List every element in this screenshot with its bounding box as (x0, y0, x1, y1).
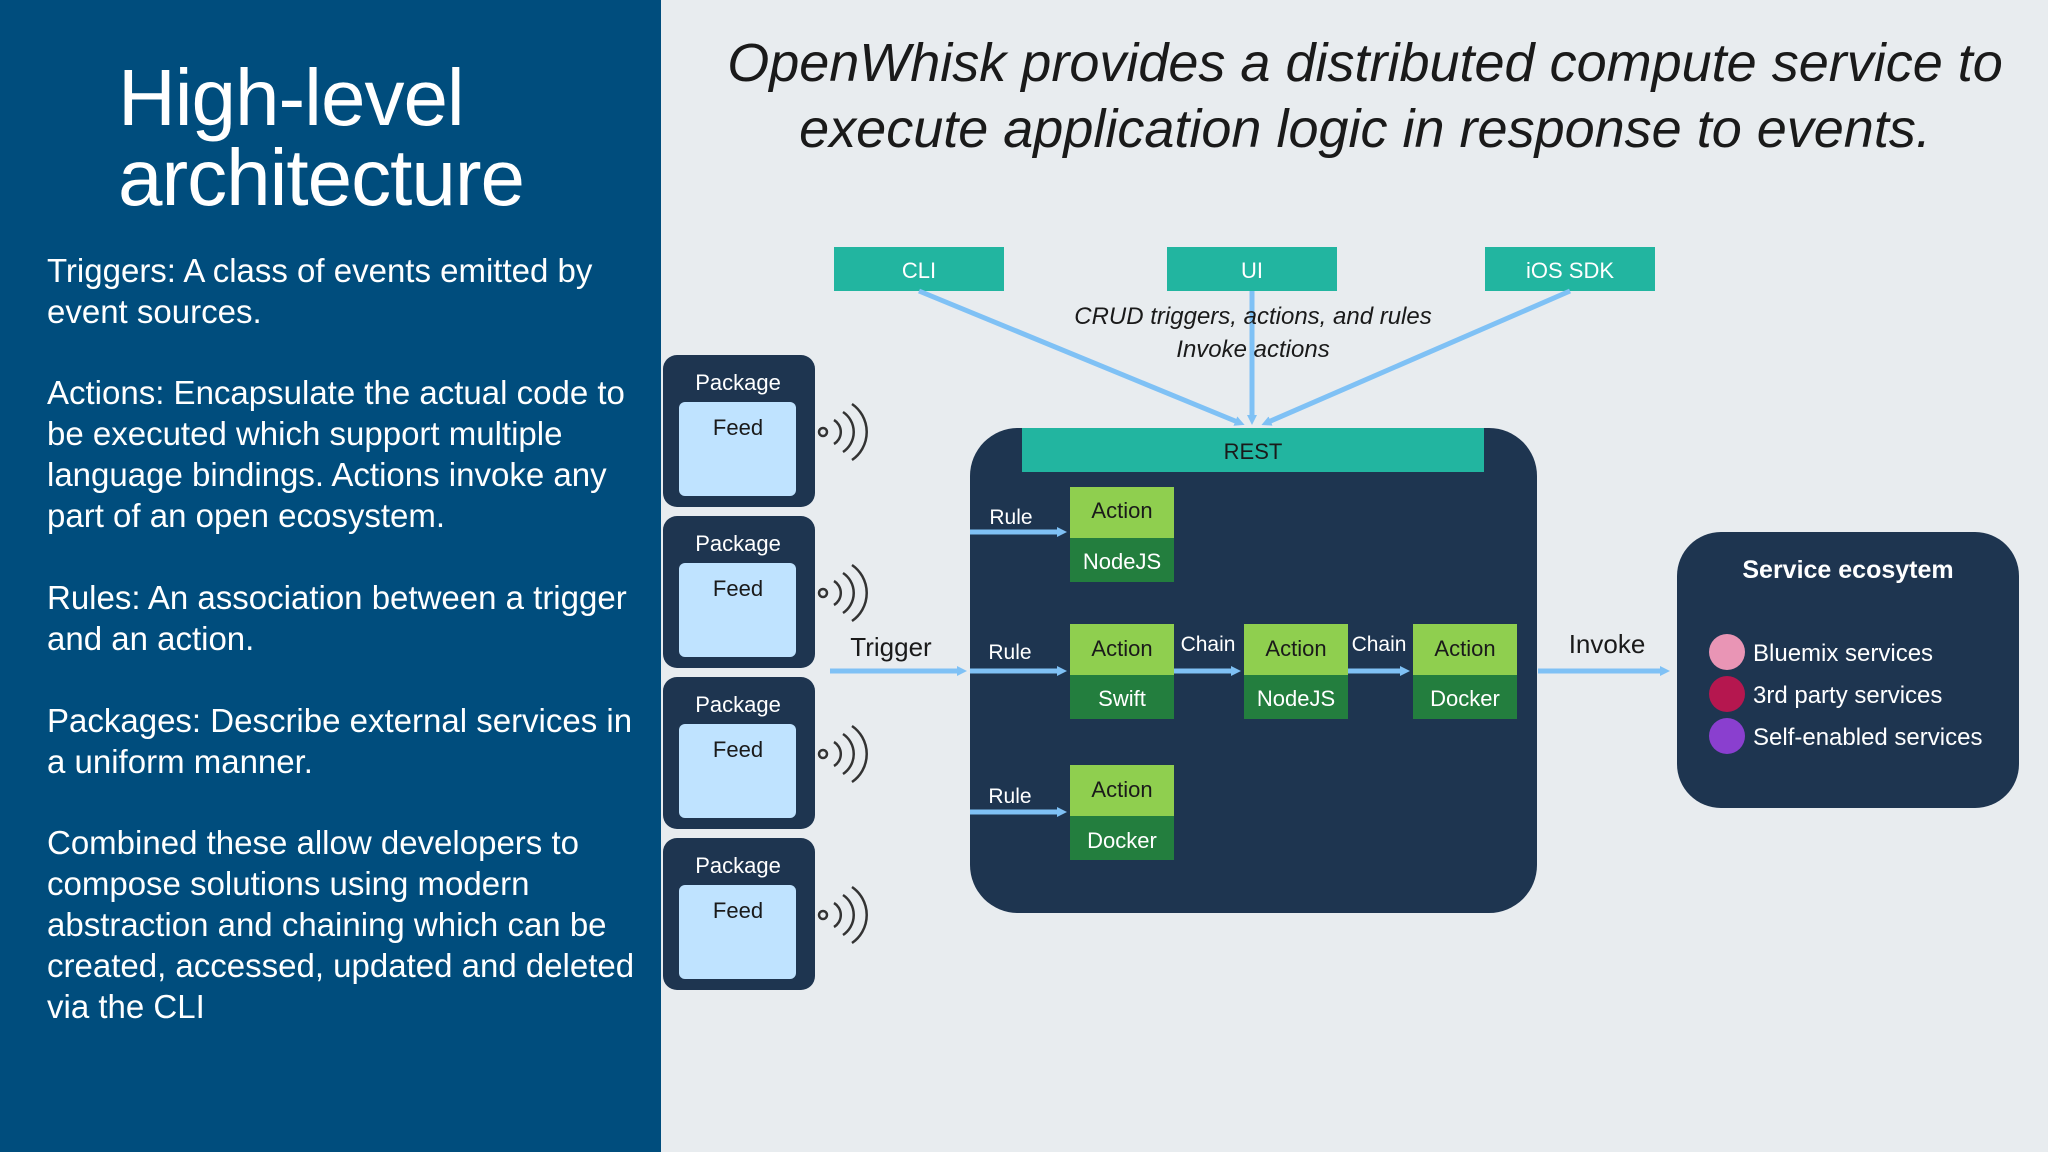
slide-title-line2: architecture (118, 133, 525, 222)
feed-label: Feed (713, 415, 763, 440)
client-ui: UI (1167, 247, 1337, 291)
service-ecosystem: Service ecosytem Bluemix services 3rd pa… (1677, 532, 2019, 808)
feed-label: Feed (713, 576, 763, 601)
action-label: Action (1091, 636, 1152, 661)
chain-label-2: Chain (1352, 633, 1407, 656)
broadcast-icon (817, 402, 868, 462)
feed-box (679, 402, 796, 496)
ecosystem-item-label: Bluemix services (1753, 640, 1933, 667)
runtime-box (1070, 538, 1174, 582)
definition-triggers: Triggers: A class of events emitted by e… (47, 250, 647, 332)
invoke-actions-label: Invoke actions (1176, 336, 1329, 363)
action-nodejs-2: Action NodeJS (1244, 624, 1348, 719)
feed-box (679, 724, 796, 818)
headline: OpenWhisk provides a distributed compute… (727, 33, 2003, 159)
slide-title-line1: High-level (118, 53, 465, 142)
runtime-label: Docker (1087, 828, 1157, 853)
definition-actions: Actions: Encapsulate the actual code to … (47, 372, 647, 536)
ecosystem-item-label: Self-enabled services (1753, 724, 1982, 751)
definition-rules: Rules: An association between a trigger … (47, 577, 647, 659)
broadcast-icon (817, 563, 868, 623)
trigger-label: Trigger (850, 632, 932, 662)
summary-text: Combined these allow developers to compo… (47, 824, 635, 1025)
broadcast-icon (817, 724, 868, 784)
action-box (1244, 624, 1348, 675)
client-ui-label: UI (1241, 258, 1263, 283)
ecosystem-item-self-enabled: Self-enabled services (1709, 718, 1982, 754)
client-ios-sdk-label: iOS SDK (1526, 258, 1614, 283)
action-box (1070, 765, 1174, 816)
ecosystem-item-3rd-party: 3rd party services (1709, 676, 1942, 712)
package-3: Package Feed (663, 677, 868, 829)
package-1: Package Feed (663, 355, 868, 507)
rest-label: REST (1224, 439, 1283, 464)
rule-label-2: Rule (988, 641, 1031, 664)
definition-term: Packages: (47, 702, 202, 739)
definition-term: Triggers: (47, 252, 176, 289)
action-box (1070, 624, 1174, 675)
client-cli-label: CLI (902, 258, 936, 283)
action-docker-1: Action Docker (1413, 624, 1517, 719)
left-panel: High-level architecture Triggers: A clas… (0, 0, 661, 1152)
feed-label: Feed (713, 898, 763, 923)
client-cli-box (834, 247, 1004, 291)
action-label: Action (1265, 636, 1326, 661)
bluemix-dot-icon (1709, 634, 1745, 670)
invoke-label: Invoke (1569, 629, 1646, 659)
definition-text: Describe external services in a uniform … (47, 702, 633, 780)
third-party-dot-icon (1709, 676, 1745, 712)
package-label: Package (695, 531, 781, 556)
package-4: Package Feed (663, 838, 868, 990)
runtime-label: Docker (1430, 686, 1500, 711)
definition-packages: Packages: Describe external services in … (47, 700, 647, 782)
chain-label-1: Chain (1181, 633, 1236, 656)
runtime-box (1070, 816, 1174, 860)
action-label: Action (1091, 777, 1152, 802)
package-label: Package (695, 853, 781, 878)
action-box (1070, 487, 1174, 538)
runtime-label: Swift (1098, 686, 1146, 711)
service-ecosystem-box (1677, 532, 2019, 808)
action-swift: Action Swift (1070, 624, 1174, 719)
broadcast-icon (817, 885, 868, 945)
rule-label-3: Rule (988, 785, 1031, 808)
client-ios-sdk: iOS SDK (1485, 247, 1655, 291)
runtime-box (1070, 675, 1174, 719)
definition-term: Rules: (47, 579, 141, 616)
runtime-box (1244, 675, 1348, 719)
runtime-box (1413, 675, 1517, 719)
package-label: Package (695, 370, 781, 395)
definition-text: An association between a trigger and an … (47, 579, 627, 657)
feed-label: Feed (713, 737, 763, 762)
package-2: Package Feed (663, 516, 868, 668)
client-ios-sdk-box (1485, 247, 1655, 291)
client-ui-box (1167, 247, 1337, 291)
rule-label-1: Rule (989, 506, 1032, 529)
client-cli: CLI (834, 247, 1004, 291)
definition-text: A class of events emitted by event sourc… (47, 252, 593, 330)
runtime-label: NodeJS (1257, 686, 1335, 711)
ecosystem-item-bluemix: Bluemix services (1709, 634, 1933, 670)
feed-box (679, 885, 796, 979)
package-label: Package (695, 692, 781, 717)
self-enabled-dot-icon (1709, 718, 1745, 754)
action-label: Action (1091, 498, 1152, 523)
rest-bar (1022, 428, 1484, 472)
definition-term: Actions: (47, 374, 165, 411)
action-docker-2: Action Docker (1070, 765, 1174, 860)
cli-to-rest-arrow (918, 288, 1245, 426)
action-box (1413, 624, 1517, 675)
service-ecosystem-title: Service ecosytem (1742, 556, 1953, 584)
slide-title: High-level architecture (118, 58, 638, 218)
crud-label: CRUD triggers, actions, and rules (1074, 303, 1431, 330)
action-label: Action (1434, 636, 1495, 661)
definition-text: Encapsulate the actual code to be execut… (47, 374, 625, 534)
ecosystem-item-label: 3rd party services (1753, 682, 1942, 709)
action-nodejs-1: Action NodeJS (1070, 487, 1174, 582)
ios-to-rest-arrow (1261, 288, 1571, 426)
runtime-label: NodeJS (1083, 549, 1161, 574)
feed-box (679, 563, 796, 657)
